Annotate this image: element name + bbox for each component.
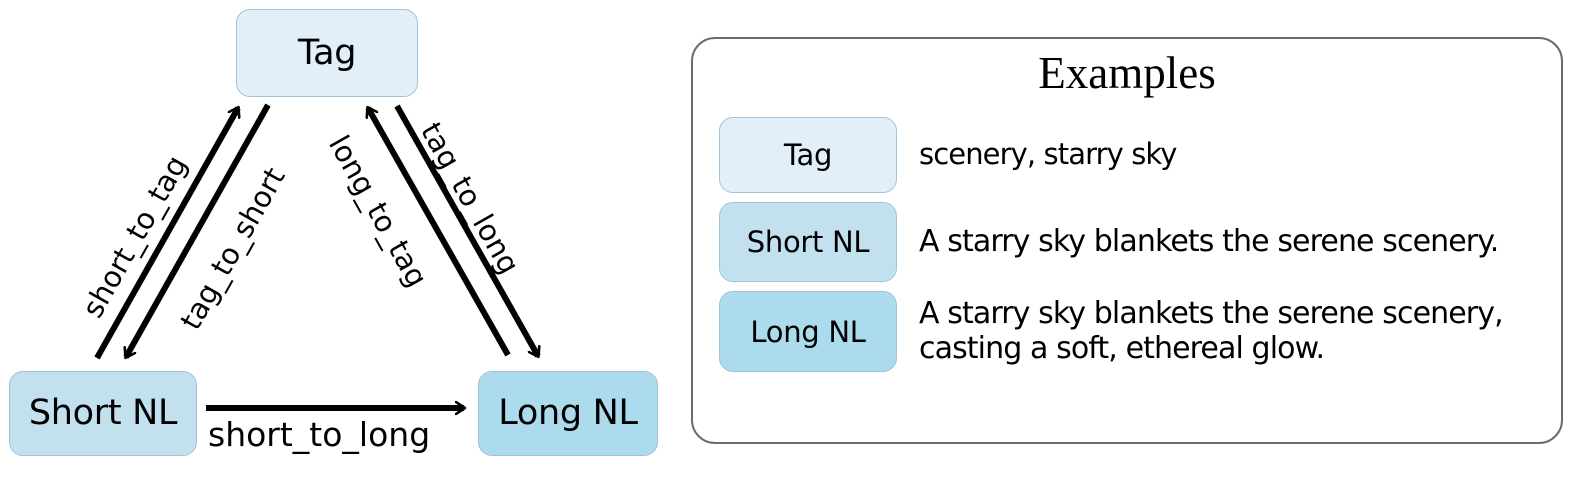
node-short-nl[interactable]: Short NL [9,371,197,456]
example-row-tag: Tag scenery, starry sky [719,117,1539,193]
example-row-long-nl: Long NL A starry sky blankets the serene… [719,291,1539,372]
graph-edges-svg [94,103,541,487]
examples-title: Examples [1038,48,1216,98]
node-tag[interactable]: Tag [236,9,418,97]
example-chip-long-nl-label: Long NL [750,314,866,349]
node-short-nl-label: Short NL [28,393,178,433]
edge-tag-to-short [123,103,271,357]
edge-long-to-tag [365,108,511,357]
example-row-short-nl: Short NL A starry sky blankets the seren… [719,202,1539,282]
node-long-nl[interactable]: Long NL [478,371,658,456]
transition-graph: Tag Short NL Long NL short_to_tag tag_to… [0,0,680,487]
example-chip-long-nl[interactable]: Long NL [719,291,897,372]
example-chip-tag[interactable]: Tag [719,117,897,193]
example-text-long-nl: A starry sky blankets the serene scenery… [919,296,1504,366]
example-chip-short-nl[interactable]: Short NL [719,202,897,282]
edge-label-short-to-long: short_to_long [208,415,431,454]
edge-tag-to-long [394,104,541,356]
node-tag-label: Tag [297,32,357,73]
node-long-nl-label: Long NL [498,393,638,433]
edge-short-to-tag [94,108,241,360]
examples-list: Tag scenery, starry sky Short NL A starr… [719,117,1539,381]
example-chip-short-nl-label: Short NL [746,225,870,259]
example-text-tag: scenery, starry sky [919,137,1177,172]
example-chip-tag-label: Tag [783,138,833,172]
example-text-short-nl: A starry sky blankets the serene scenery… [919,223,1499,259]
examples-panel: Examples Tag scenery, starry sky Short N… [691,37,1563,444]
